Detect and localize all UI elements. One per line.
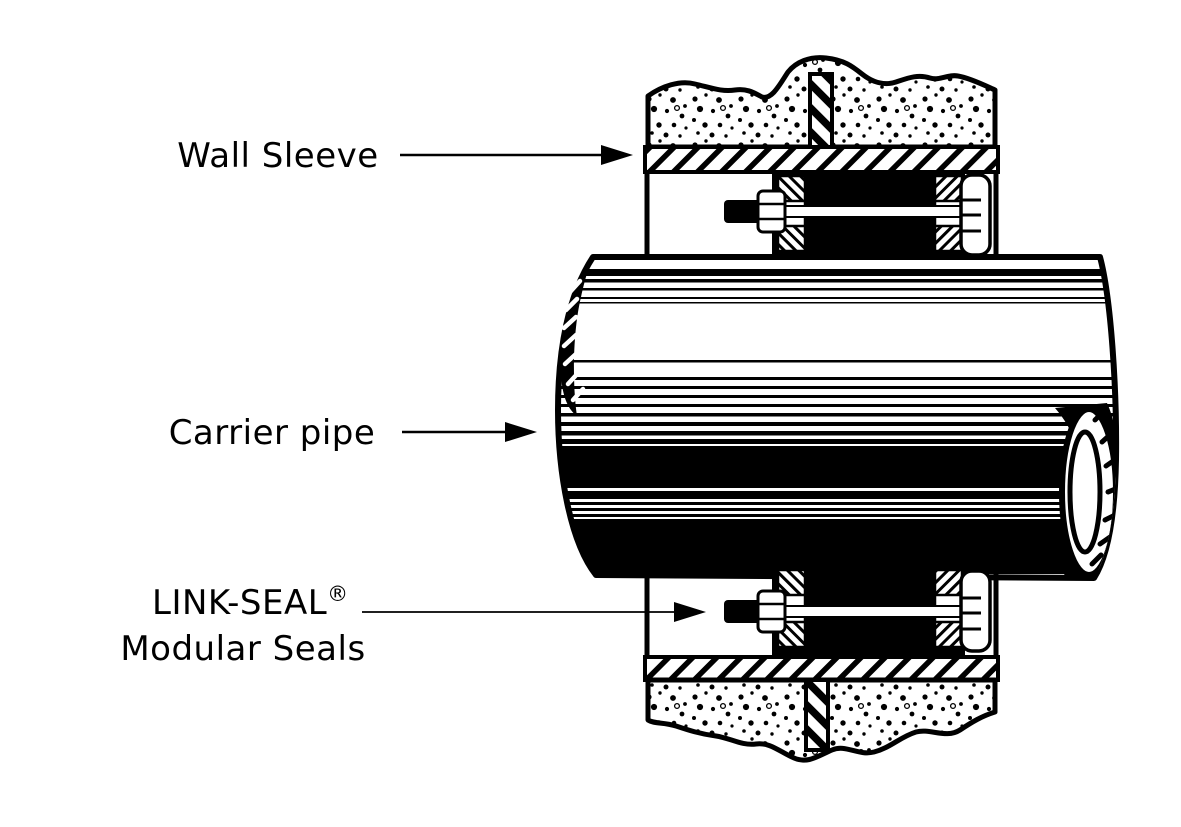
link-seal-label: LINK-SEAL® Modular Seals <box>120 570 365 669</box>
link-seal-callout: LINK-SEAL® Modular Seals <box>120 570 706 669</box>
link-seal-label-line2: Modular Seals <box>120 629 365 669</box>
anchor-collar-top <box>808 72 834 152</box>
link-seal-name: LINK-SEAL <box>152 583 327 623</box>
carrier-pipe-arrow <box>402 422 537 442</box>
bolt-end-bottom <box>724 600 762 623</box>
registered-trademark-mark: ® <box>327 582 349 606</box>
arrow-head <box>505 422 537 442</box>
plate-hatch <box>933 620 964 649</box>
carrier-pipe-label: Carrier pipe <box>169 413 376 453</box>
wall-assembly-top <box>643 55 1000 262</box>
seal-assembly-bottom <box>724 563 992 655</box>
wall-sleeve-band-top <box>643 145 1000 174</box>
bolt-shaft-top <box>784 205 966 218</box>
wall-sleeve-arrow <box>400 145 633 165</box>
pipe-end-left <box>560 257 594 416</box>
wall-sleeve-band-bottom <box>643 655 1000 682</box>
link-seal-arrow <box>362 602 706 622</box>
plate-hatch <box>933 568 964 597</box>
carrier-pipe-callout: Carrier pipe <box>169 413 537 453</box>
hex-nut-left-top <box>756 189 787 234</box>
arrow-head <box>601 145 633 165</box>
bolt-shaft-bottom <box>784 605 966 618</box>
wall-sleeve-callout: Wall Sleeve <box>177 136 633 176</box>
arrow-head <box>674 602 706 622</box>
hex-nut-right-top <box>959 173 992 257</box>
anchor-collar-bottom <box>804 678 830 752</box>
wall-assembly-bottom <box>643 563 1000 763</box>
bolt-end-top <box>724 200 762 223</box>
hex-nut-right-bottom <box>959 569 992 653</box>
plate-hatch <box>933 224 964 253</box>
carrier-pipe <box>555 254 1120 581</box>
seal-assembly-top <box>724 170 992 258</box>
wall-sleeve-label: Wall Sleeve <box>177 136 378 176</box>
hex-nut-left-bottom <box>756 589 787 634</box>
plate-hatch <box>933 174 964 203</box>
pipe-end-right <box>1055 403 1117 578</box>
pipe-end-left-hatch <box>561 278 586 403</box>
